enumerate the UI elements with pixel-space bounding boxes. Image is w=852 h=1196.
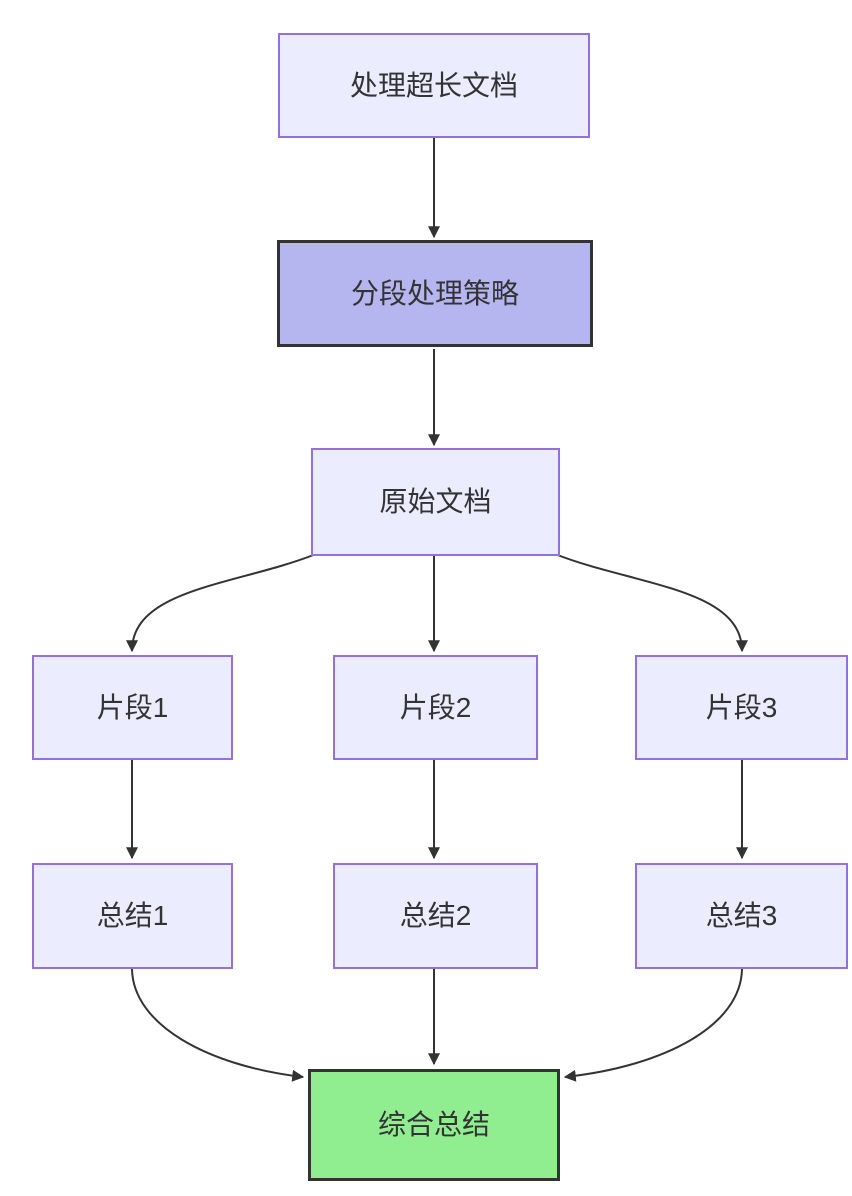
edge-original-to-chunk1 bbox=[126, 553, 317, 653]
node-label: 分段处理策略 bbox=[350, 277, 519, 309]
node-label: 总结2 bbox=[399, 900, 472, 932]
node-summary-1: 总结1 bbox=[32, 863, 233, 969]
node-fragment-3: 片段3 bbox=[635, 655, 848, 760]
node-label: 片段1 bbox=[96, 691, 169, 723]
node-label: 总结1 bbox=[96, 900, 169, 932]
node-segmentation-strategy: 分段处理策略 bbox=[277, 240, 593, 347]
node-label: 片段3 bbox=[705, 691, 778, 723]
node-fragment-1: 片段1 bbox=[32, 655, 233, 760]
node-label: 综合总结 bbox=[377, 1109, 490, 1141]
node-summary-2: 总结2 bbox=[333, 863, 538, 969]
node-combined-summary: 综合总结 bbox=[308, 1069, 560, 1181]
node-label: 总结3 bbox=[705, 900, 778, 932]
node-label: 片段2 bbox=[399, 691, 472, 723]
edge-sum1-to-final bbox=[131, 968, 305, 1082]
node-process-long-document: 处理超长文档 bbox=[278, 33, 590, 138]
node-label: 原始文档 bbox=[379, 486, 492, 518]
node-summary-3: 总结3 bbox=[635, 863, 848, 969]
node-label: 处理超长文档 bbox=[349, 69, 518, 101]
edge-sum3-to-final bbox=[563, 968, 743, 1082]
edge-original-to-chunk3 bbox=[554, 553, 748, 653]
node-original-document: 原始文档 bbox=[311, 448, 560, 556]
node-fragment-2: 片段2 bbox=[333, 655, 538, 760]
